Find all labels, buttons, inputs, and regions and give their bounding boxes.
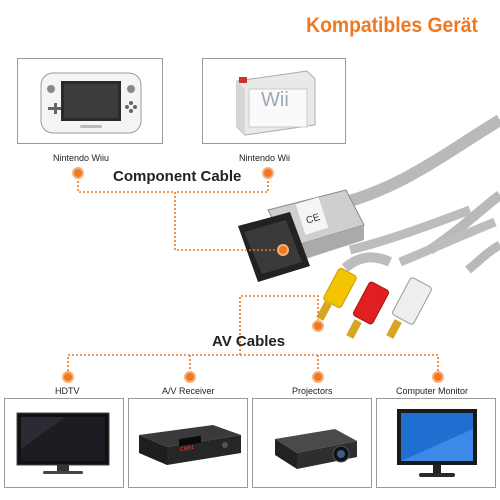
monitor-box [376, 398, 496, 488]
rca-plugs [316, 252, 432, 339]
wii-box: Wii [202, 58, 346, 144]
wii-logo-text: Wii [261, 89, 289, 111]
component-cable-heading: Component Cable [113, 168, 242, 185]
connector-dot [262, 167, 274, 179]
connector-dot [62, 371, 74, 383]
bottom-device-label: Computer Monitor [396, 386, 469, 396]
receiver-box: C001 [128, 398, 248, 488]
page-title: Kompatibles Gerät [306, 14, 478, 37]
hdtv-box [4, 398, 124, 488]
top-device-label: Nintendo Wiiu [53, 153, 110, 163]
top-device-label: Nintendo Wii [239, 153, 291, 163]
wii-console-box-icon [236, 70, 316, 136]
projector-icon [275, 429, 357, 469]
monitor-icon [397, 409, 477, 477]
tv-icon [16, 412, 110, 474]
svg-text:CE: CE [305, 212, 322, 227]
wiiu-gamepad-icon [40, 72, 142, 134]
component-connector: CE [238, 189, 365, 282]
bottom-device-label: A/V Receiver [162, 386, 215, 396]
bottom-device-label: HDTV [55, 386, 80, 396]
connector-dot [432, 371, 444, 383]
wiiu-box [17, 58, 163, 144]
projector-box [252, 398, 372, 488]
connector-dot [72, 167, 84, 179]
connector-dot [312, 371, 324, 383]
component-connector-lines [77, 173, 280, 251]
av-connector-lines [67, 295, 439, 372]
connector-dot [184, 371, 196, 383]
bottom-device-label: Projectors [292, 386, 333, 396]
connector-dot [277, 244, 289, 256]
connector-dot [312, 320, 324, 332]
receiver-icon [139, 425, 241, 465]
av-cables-heading: AV Cables [212, 333, 286, 350]
